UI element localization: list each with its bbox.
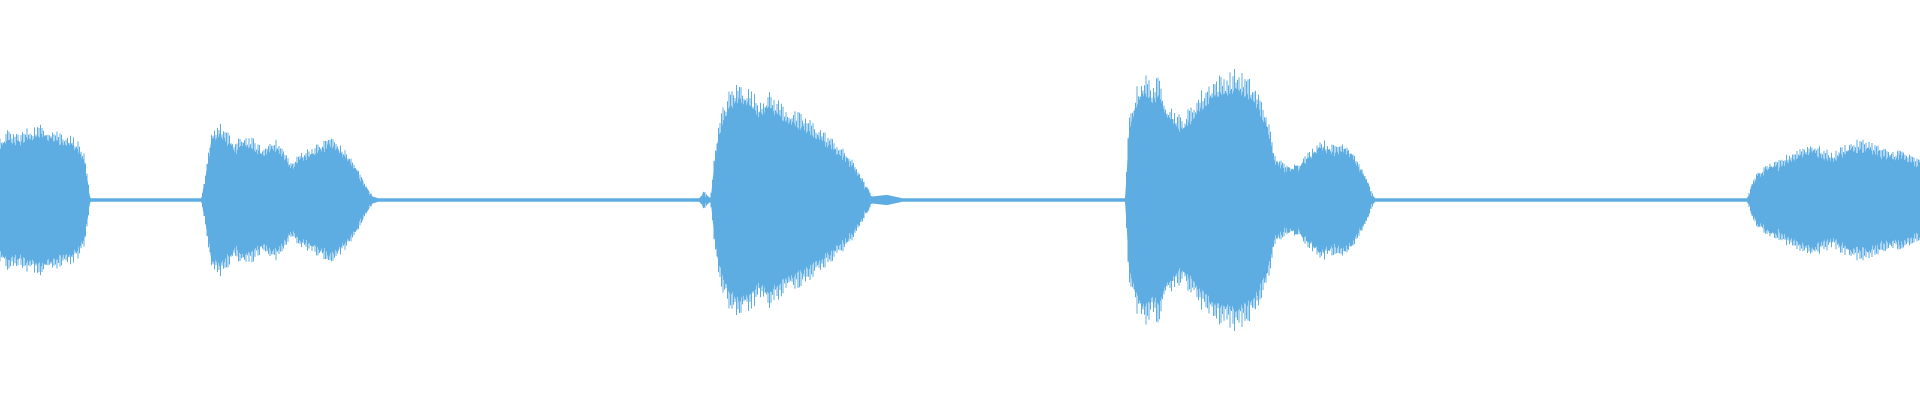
waveform-peaks [0,69,1920,331]
waveform-envelope [0,87,1920,313]
